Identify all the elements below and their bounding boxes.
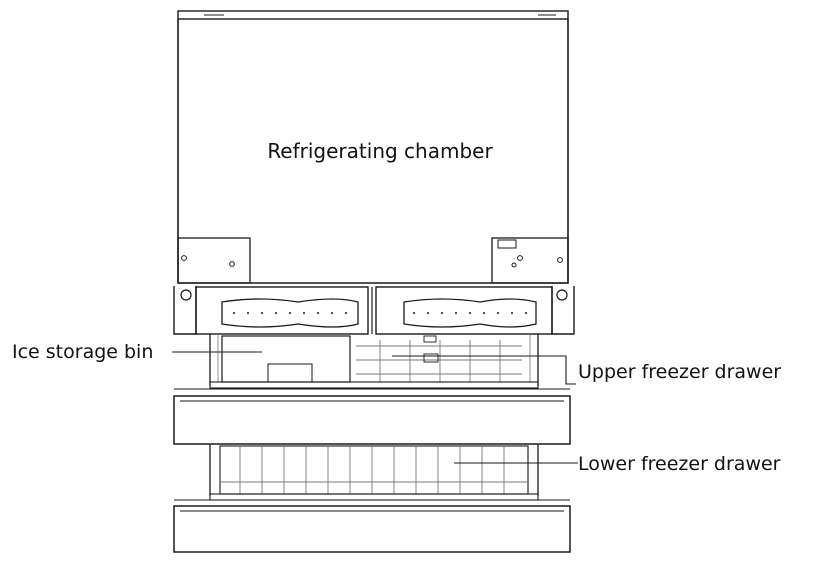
door-handle-band [173,286,575,335]
callout-lower-freezer-drawer: Lower freezer drawer [454,453,781,475]
upper-freezer-drawer [173,334,571,445]
label-ice-storage-bin: Ice storage bin [12,341,153,363]
lower-freezer-drawer [173,444,571,553]
callout-ice-storage-bin: Ice storage bin [12,341,262,363]
label-lower-freezer-drawer: Lower freezer drawer [578,453,781,475]
callout-upper-freezer-drawer: Upper freezer drawer [392,355,781,385]
label-refrigerating-chamber: Refrigerating chamber [267,139,493,163]
ice-storage-bin [221,335,351,383]
label-upper-freezer-drawer: Upper freezer drawer [578,361,781,383]
left-door-handle [221,298,359,328]
right-door-handle [403,298,537,328]
refrigerator-cabinet [177,10,569,284]
